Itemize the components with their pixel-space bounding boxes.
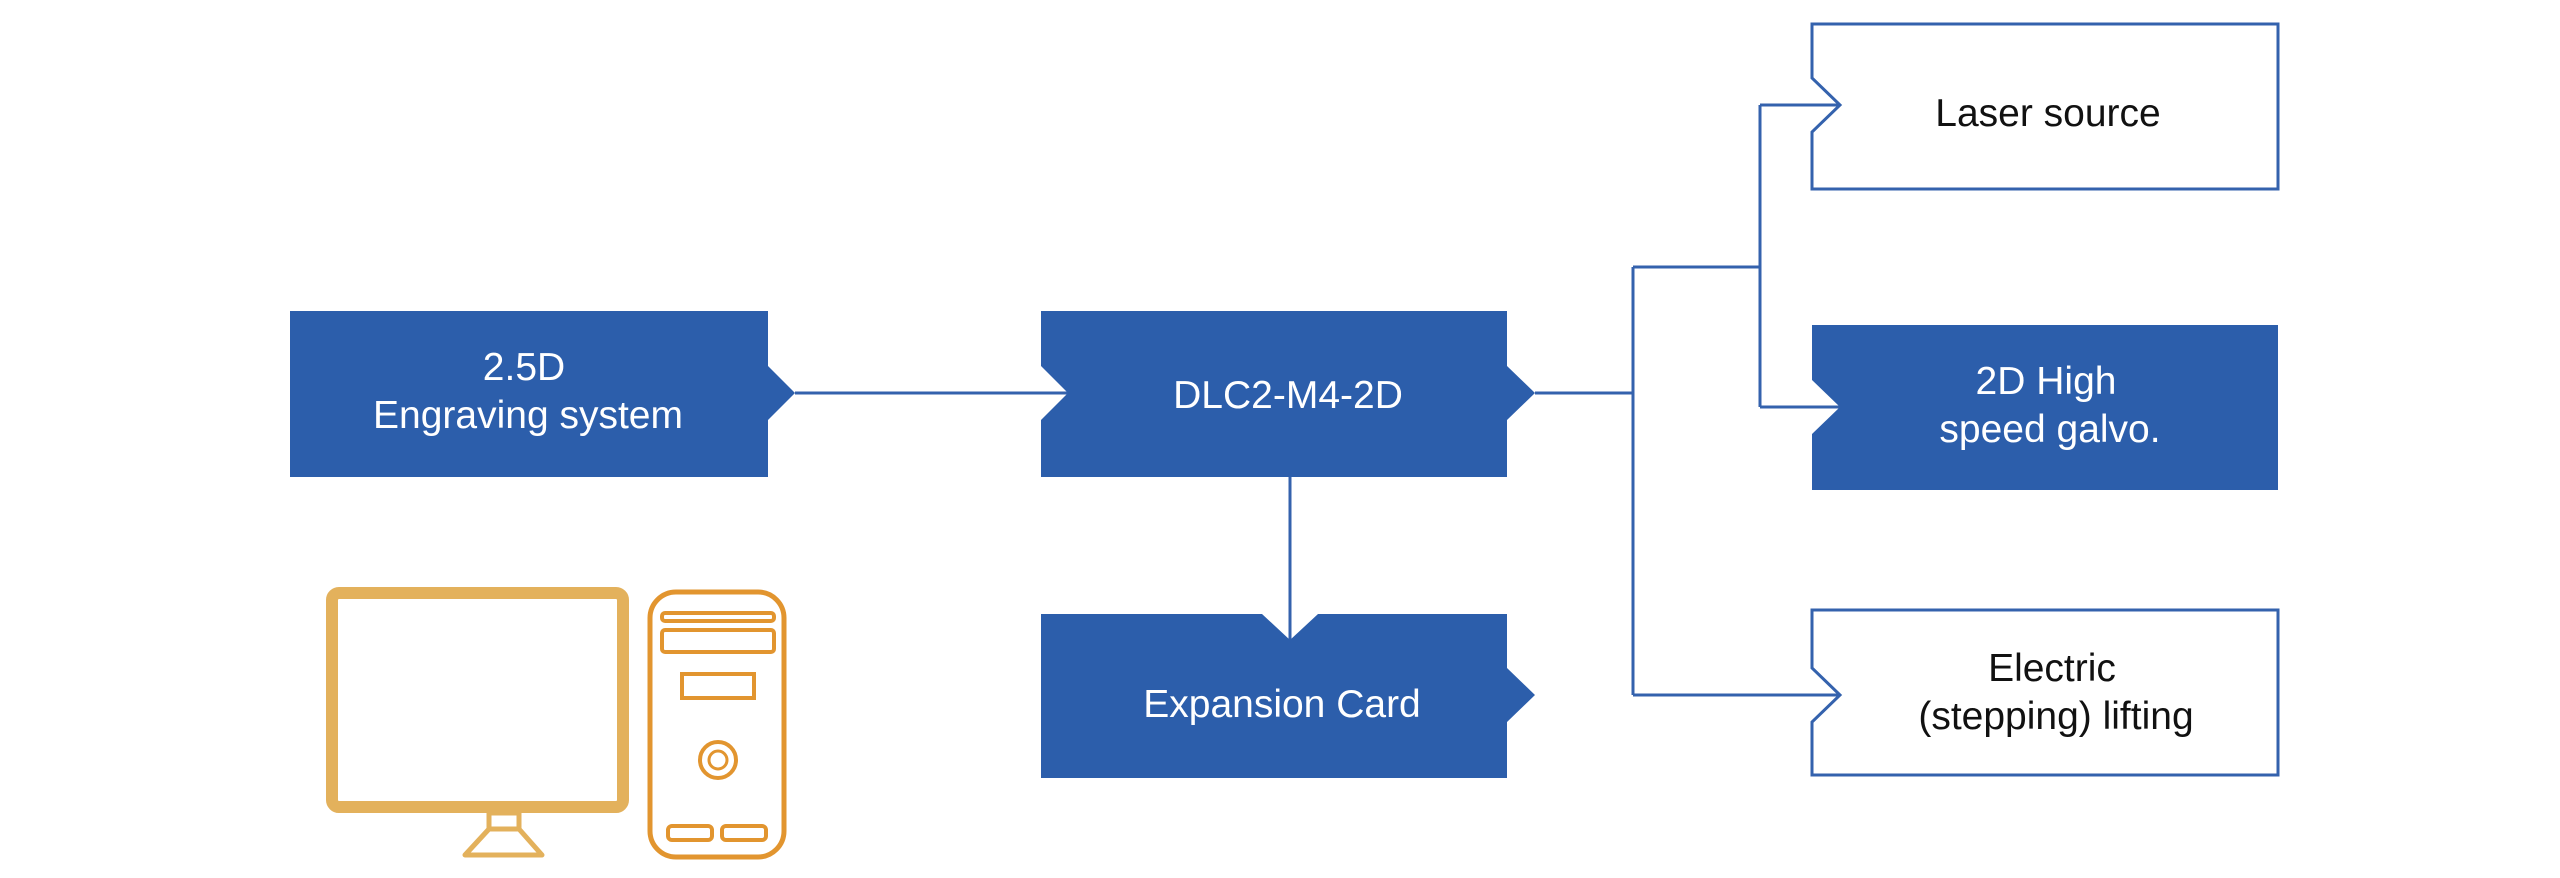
laser-source-label: Laser source [1935,92,2160,135]
lifting-label-line2: (stepping) lifting [1918,695,2193,738]
engraving-system-label-line1: 2.5D [483,346,565,389]
controller-box [1041,311,1535,477]
lifting-label-line1: Electric [1988,647,2116,690]
node-engraving-system: 2.5D Engraving system [290,311,795,477]
node-laser-source: Laser source [1810,22,2280,191]
laser-source-box [1810,22,2280,191]
monitor-icon [326,587,629,858]
node-lifting: Electric (stepping) lifting [1810,608,2280,777]
node-controller: DLC2-M4-2D [1041,311,1535,477]
desktop-computer-icon [326,587,787,860]
galvo-label-line1: 2D High [1976,360,2117,403]
node-expansion-card: Expansion Card [1041,614,1535,778]
controller-label: DLC2-M4-2D [1173,374,1403,417]
galvo-box [1812,325,2278,490]
expansion-card-label: Expansion Card [1143,683,1421,726]
expansion-card-box [1041,614,1535,778]
tower-icon [647,589,787,860]
connectors [795,103,1840,697]
engraving-system-box [290,311,795,477]
node-galvo: 2D High speed galvo. [1812,325,2278,490]
lifting-box [1810,608,2280,777]
engraving-system-label-line2: Engraving system [373,394,683,437]
galvo-label-line2: speed galvo. [1939,408,2160,451]
